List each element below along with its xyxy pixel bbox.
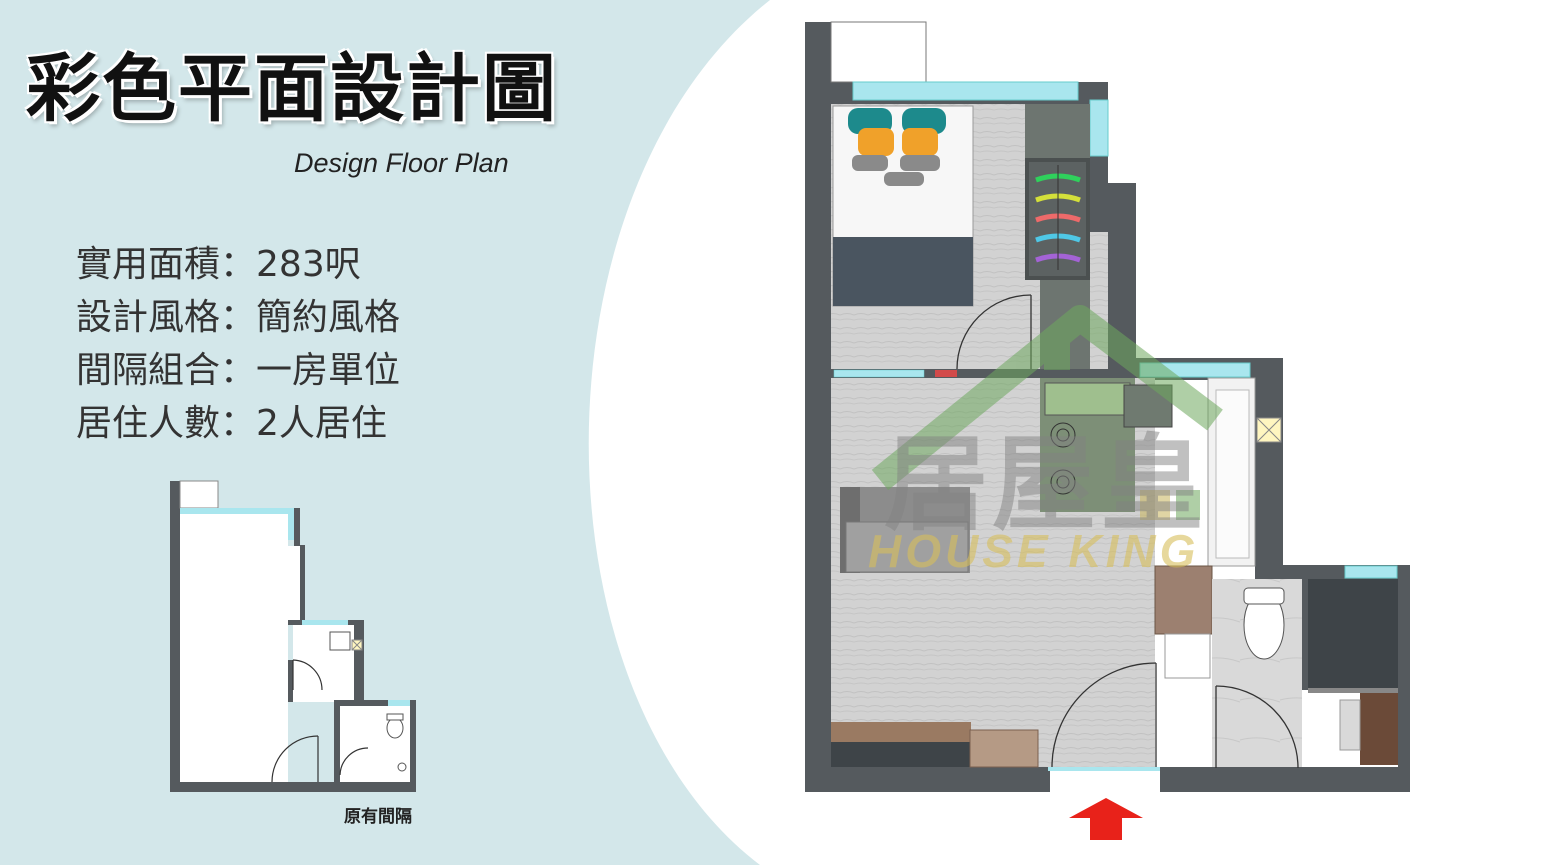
info-row-area: 實用面積：283呎 [76, 238, 400, 291]
info-value: 一房單位 [256, 350, 401, 391]
info-value: 2人居住 [256, 403, 387, 444]
info-label: 實用面積 [76, 244, 221, 285]
original-layout-plan [170, 480, 416, 792]
page-title: 彩色平面設計圖 [26, 46, 558, 132]
info-row-style: 設計風格：簡約風格 [76, 291, 400, 344]
unit-info-list: 實用面積：283呎 設計風格：簡約風格 間隔組合：一房單位 居住人數：2人居住 [76, 238, 400, 450]
info-value: 簡約風格 [256, 297, 401, 338]
watermark-house-icon [871, 305, 1223, 520]
info-label: 間隔組合 [76, 350, 221, 391]
info-label: 居住人數 [76, 403, 221, 444]
page-subtitle: Design Floor Plan [294, 148, 509, 178]
info-separator: ： [220, 244, 257, 285]
info-separator: ： [220, 403, 257, 444]
watermark-chinese: 居屋皇 [884, 423, 1209, 545]
watermark-english: HOUSE KING [868, 525, 1200, 577]
info-separator: ： [220, 297, 257, 338]
info-value: 283呎 [256, 244, 361, 285]
info-row-layout: 間隔組合：一房單位 [76, 344, 400, 397]
original-layout-caption: 原有間隔 [344, 807, 412, 827]
info-separator: ： [220, 350, 257, 391]
info-row-occupants: 居住人數：2人居住 [76, 397, 400, 450]
info-label: 設計風格 [76, 297, 221, 338]
entrance-arrow-icon [1069, 798, 1143, 840]
